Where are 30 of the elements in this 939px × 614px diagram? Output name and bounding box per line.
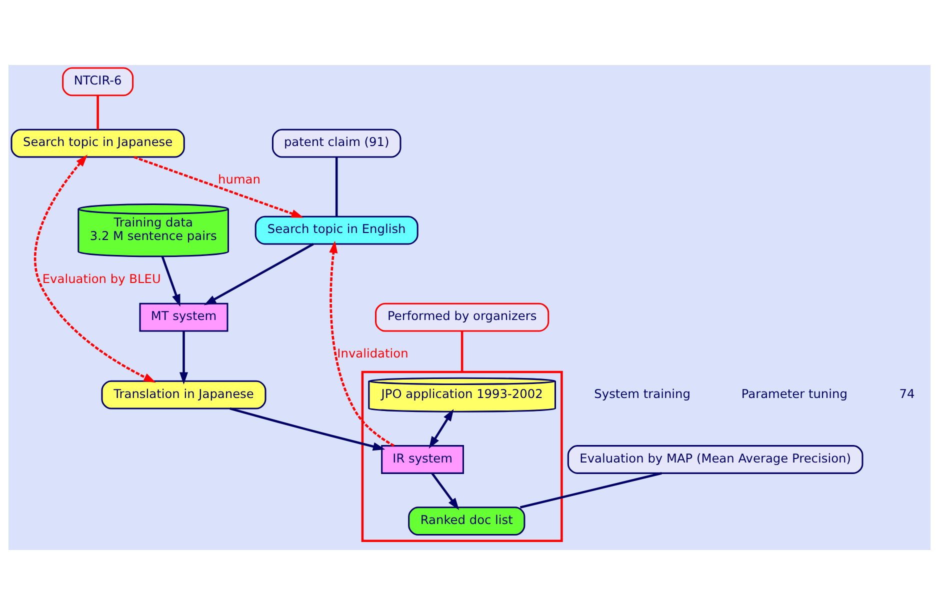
connector	[335, 156, 338, 216]
cluster	[361, 370, 563, 542]
arrow	[179, 330, 188, 384]
label: System training	[594, 386, 690, 400]
connector	[460, 330, 464, 372]
node-box: MT system	[139, 302, 228, 332]
arrow	[204, 242, 314, 305]
node-box: Translation in Japanese	[101, 380, 266, 409]
arrow	[34, 154, 156, 382]
arrow	[329, 240, 395, 446]
edge-label: Evaluation by BLEU	[42, 271, 161, 286]
edge-label: Invalidation	[337, 346, 408, 360]
connector	[520, 472, 662, 508]
node-box: Performed by organizers	[375, 302, 550, 332]
node-box: IR system	[381, 444, 464, 474]
node-box: Search topic in English	[254, 215, 418, 244]
arrow	[428, 408, 454, 448]
label: 74	[899, 386, 915, 400]
connector	[96, 95, 99, 130]
node-box: patent claim (91)	[272, 128, 402, 158]
node-box: Search topic in Japanese	[10, 128, 185, 158]
edge-label: human	[218, 172, 260, 186]
arrow	[161, 256, 180, 306]
node-box: NTCIR-6	[62, 66, 134, 96]
node-box: Ranked doc list	[408, 506, 526, 536]
node-box: Evaluation by MAP (Mean Average Precision)	[567, 444, 864, 474]
label: Parameter tuning	[741, 386, 848, 400]
arrow	[431, 472, 460, 510]
arrow	[230, 406, 386, 450]
arrow	[134, 156, 304, 218]
